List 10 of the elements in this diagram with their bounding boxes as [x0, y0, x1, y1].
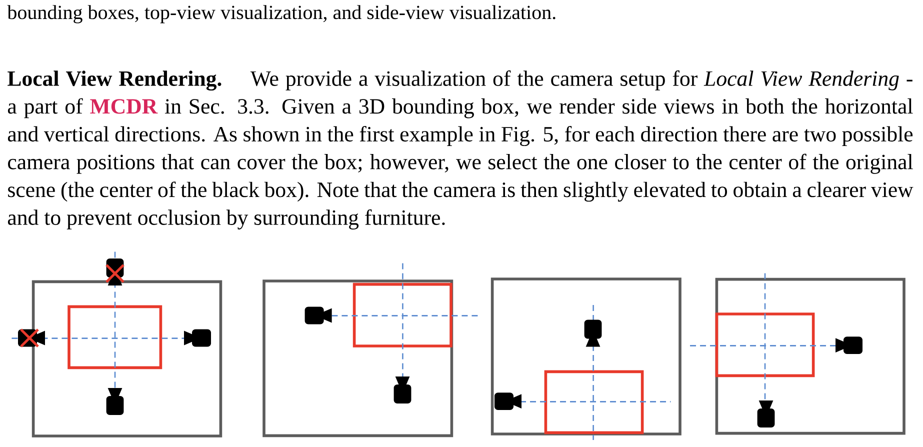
scene-box	[715, 278, 906, 435]
bounding-box	[715, 312, 815, 378]
scene-box	[32, 280, 222, 438]
paragraph: Local View Rendering. We provide a visualization of the camera setup for Local View Rendering - a part of MCDR in Sec. 3.3. Given a 3D bounding box, we render side views in both the horizontal and vertical directions. As shown in the first example in Fig. 5, for each direction there are two possible camera positions that can cover the box; however, we select the one closer to the center of the original scene (the center of the black box). Note that the camera is then slightly elevated to obtain a clearer view and to prevent occlusion by surrounding furniture.	[8, 70, 914, 230]
text-line: bounding boxes, top-view visualization, and side-view visualization.	[7, 5, 556, 24]
bounding-box	[544, 370, 644, 434]
bounding-box	[68, 305, 162, 370]
bounding-box	[352, 282, 452, 348]
scene-box	[262, 280, 454, 438]
scene-box	[490, 278, 682, 436]
